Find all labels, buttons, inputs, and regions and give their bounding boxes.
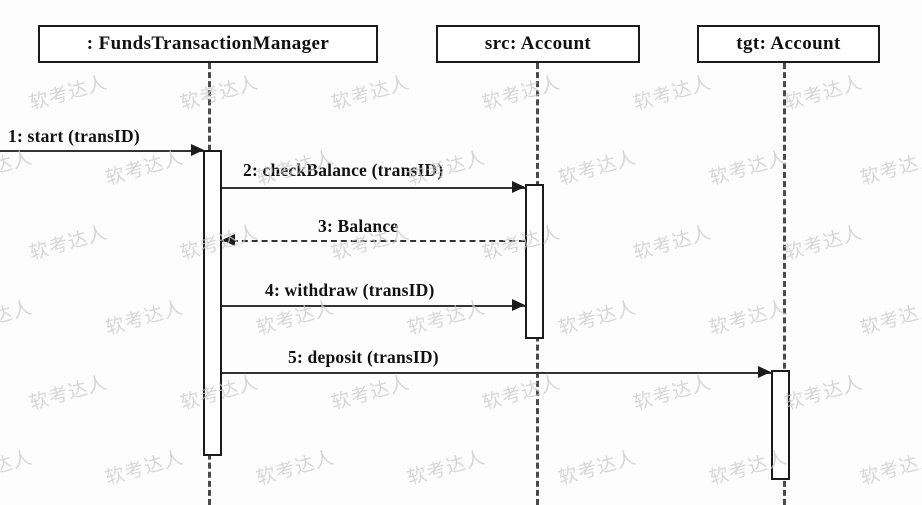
lifeline-label-tgt: tgt: Account <box>736 33 841 54</box>
message-arrowhead-2 <box>512 181 525 193</box>
activation-bar-ftm <box>203 150 222 456</box>
message-label-1: 1: start (transID) <box>8 126 140 146</box>
message-line-3 <box>222 240 525 242</box>
lifeline-head-ftm[interactable]: : FundsTransactionManager <box>38 25 378 63</box>
message-line-2 <box>222 187 525 189</box>
message-arrowhead-3 <box>222 234 235 246</box>
message-line-5 <box>222 372 771 374</box>
message-line-1 <box>0 150 203 152</box>
activation-bar-tgt <box>771 370 790 480</box>
message-label-2: 2: checkBalance (transID) <box>243 160 444 180</box>
lifeline-head-tgt[interactable]: tgt: Account <box>697 25 880 63</box>
lifeline-label-src: src: Account <box>484 33 592 54</box>
message-label-5: 5: deposit (transID) <box>288 347 439 367</box>
activation-bar-src <box>525 184 544 339</box>
message-line-4 <box>222 305 525 307</box>
lifeline-head-src[interactable]: src: Account <box>436 25 640 63</box>
message-label-4: 4: withdraw (transID) <box>265 280 435 300</box>
message-arrowhead-5 <box>758 366 771 378</box>
lifeline-line-tgt <box>783 63 786 505</box>
message-label-3: 3: Balance <box>318 216 399 236</box>
lifeline-label-ftm: : FundsTransactionManager <box>86 33 330 54</box>
message-arrowhead-4 <box>512 299 525 311</box>
message-arrowhead-1 <box>191 144 204 156</box>
